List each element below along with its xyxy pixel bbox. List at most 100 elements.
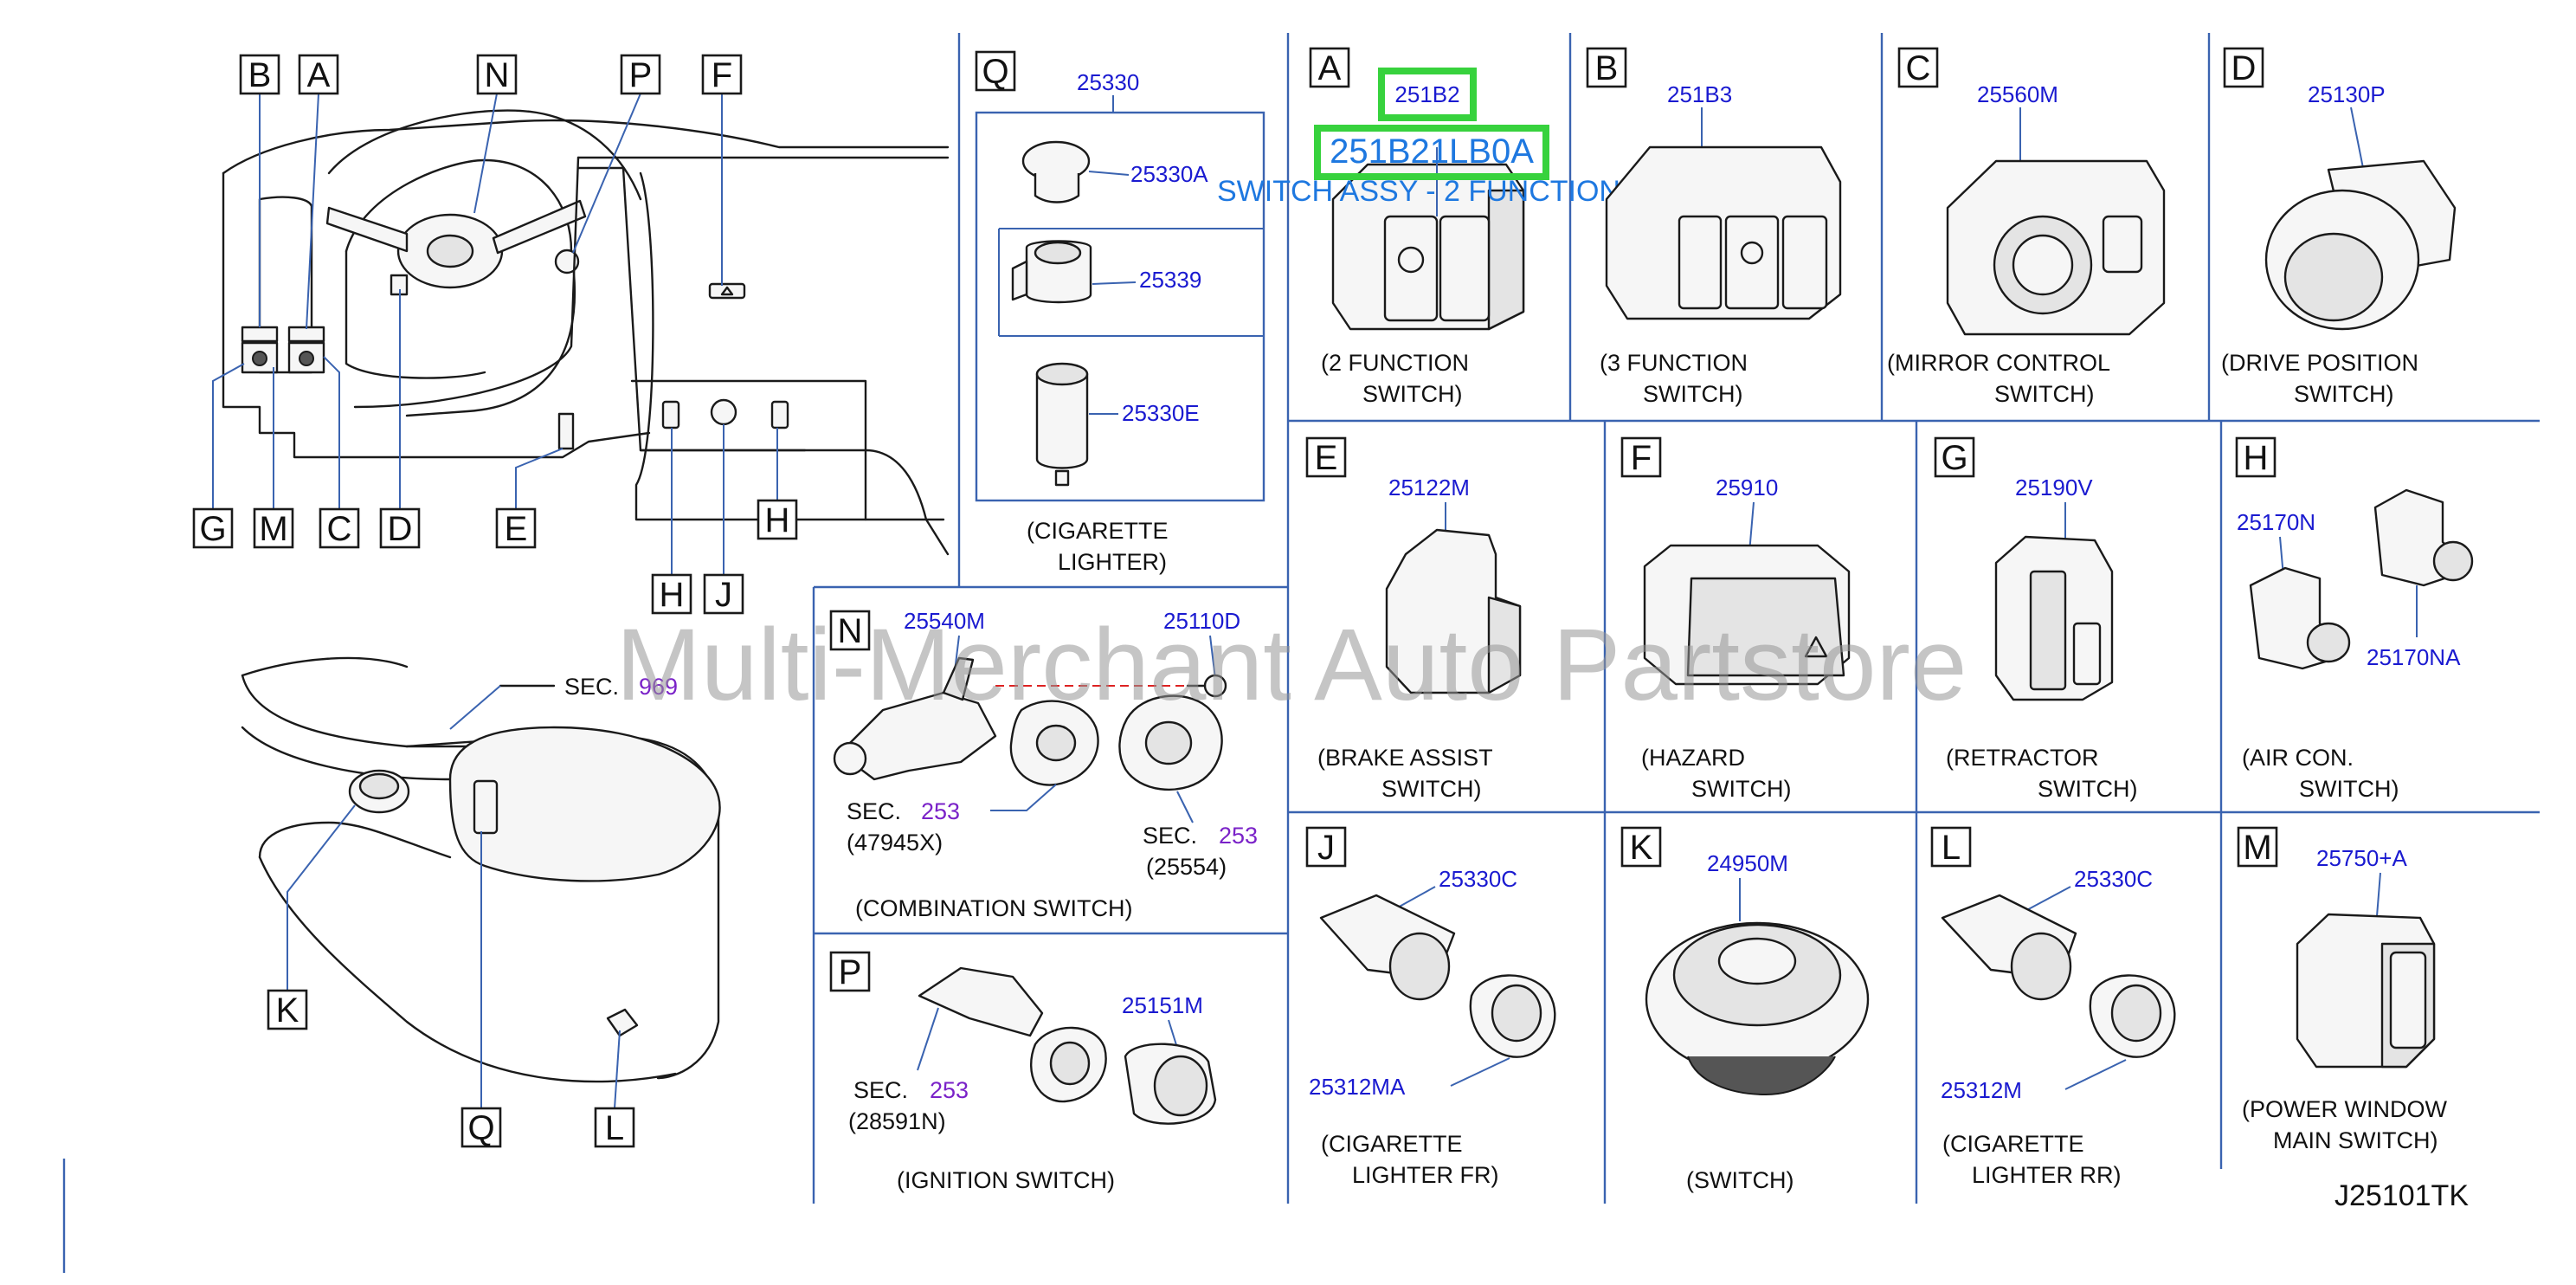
overview-label-G: G [192,507,234,549]
overview-letter-labels: B A N P F G M C D E H H J [192,54,798,615]
overview-leaders [212,93,778,575]
svg-text:253: 253 [921,798,960,824]
svg-text:(COMBINATION SWITCH): (COMBINATION SWITCH) [855,895,1132,921]
svg-text:969: 969 [639,674,678,700]
svg-text:251B3: 251B3 [1667,81,1732,107]
svg-text:SWITCH): SWITCH) [2294,381,2393,407]
overview-label-H: H [757,499,798,540]
svg-text:25170N: 25170N [2237,509,2315,535]
svg-text:251B21LB0A: 251B21LB0A [1330,132,1534,171]
svg-text:P: P [629,56,653,94]
svg-text:SWITCH): SWITCH) [1643,381,1742,407]
svg-text:25560M: 25560M [1977,81,2058,107]
svg-text:SWITCH): SWITCH) [1381,776,1481,802]
svg-text:N: N [838,612,863,650]
svg-text:SEC.: SEC. [853,1077,908,1103]
svg-text:G: G [1941,439,1967,477]
svg-text:SWITCH): SWITCH) [1362,381,1462,407]
svg-text:MAIN SWITCH): MAIN SWITCH) [2273,1127,2438,1153]
panel-k: K 24950M (SWITCH) [1620,826,1870,1193]
panel-n: N 25540M 25110D SEC. 253 (47945X) SEC. 2… [829,608,1258,921]
panel-d: D 25130P (DRIVE POSITION SWITCH) [2221,47,2457,407]
svg-text:Q: Q [467,1109,494,1147]
panel-q: Q 25330 25330A 25339 25330E (CIGARETTE L… [975,50,1265,575]
svg-text:25190V: 25190V [2015,475,2093,500]
svg-text:LIGHTER): LIGHTER) [1058,549,1167,575]
highlight-box-part[interactable]: 251B21LB0A [1314,125,1549,180]
overview-label-N: N [476,54,518,95]
svg-text:K: K [276,991,299,1030]
svg-text:Q: Q [982,53,1008,91]
diagram-code: J25101TK [2334,1179,2469,1212]
svg-text:25540M: 25540M [904,608,985,634]
svg-text:25330C: 25330C [1439,866,1517,892]
svg-text:(25554): (25554) [1146,854,1227,880]
svg-text:(CIGARETTE: (CIGARETTE [1321,1131,1463,1157]
svg-text:(MIRROR CONTROL: (MIRROR CONTROL [1887,350,2110,376]
overview-label-C: C [319,507,360,549]
dashboard-overview [222,109,950,556]
svg-text:A: A [1318,49,1342,87]
panel-c: C 25560M (MIRROR CONTROL SWITCH) [1887,47,2166,407]
svg-text:(CIGARETTE: (CIGARETTE [1942,1131,2084,1157]
overview-label-L: L [594,1107,635,1148]
overview-label-K: K [267,989,308,1030]
svg-text:L: L [605,1109,624,1147]
overview-label-B: B [239,54,280,95]
svg-text:25330A: 25330A [1130,161,1208,187]
svg-text:25122M: 25122M [1388,475,1470,500]
console-letter-labels: K Q L [267,989,635,1148]
svg-text:L: L [1942,829,1961,867]
svg-text:(BRAKE ASSIST: (BRAKE ASSIST [1317,745,1493,771]
svg-text:25151M: 25151M [1122,992,1203,1018]
highlight-description: SWITCH ASSY - 2 FUNCTIONS [1217,175,1640,208]
svg-text:(3 FUNCTION: (3 FUNCTION [1600,350,1748,376]
panel-p: P 25151M SEC. 253 (28591N) (IGNITION SWI… [829,951,1217,1193]
svg-text:25312MA: 25312MA [1309,1074,1406,1100]
svg-text:24950M: 24950M [1707,850,1788,876]
panel-g: G 25190V (RETRACTOR SWITCH) [1934,436,2137,802]
svg-text:(DRIVE POSITION: (DRIVE POSITION [2221,350,2418,376]
svg-text:25750+A: 25750+A [2316,845,2407,871]
overview-label-A: A [298,54,339,95]
watermark: Multi-Merchant Auto Partstore [616,608,1967,722]
svg-text:SEC.: SEC. [1143,823,1197,849]
panel-a: A 251B2 251B21LB0A SWITCH ASSY - 2 FUNCT… [1217,47,1640,407]
svg-text:N: N [485,56,510,94]
highlight-box-small[interactable]: 251B2 [1378,68,1477,121]
svg-text:M: M [259,510,287,548]
svg-text:SWITCH): SWITCH) [1691,776,1791,802]
overview-label-Q: Q [460,1107,502,1148]
svg-text:SWITCH): SWITCH) [2038,776,2137,802]
svg-text:B: B [248,56,272,94]
svg-text:253: 253 [1219,823,1258,849]
svg-text:LIGHTER FR): LIGHTER FR) [1352,1162,1499,1188]
panel-f: F 25910 (HAZARD SWITCH) [1620,436,1851,802]
svg-text:H: H [660,576,685,614]
overview-label-E: E [495,507,537,549]
svg-text:F: F [712,56,732,94]
svg-text:F: F [1631,439,1652,477]
svg-text:(POWER WINDOW: (POWER WINDOW [2242,1096,2447,1122]
panel-j: J 25330C 25312MA (CIGARETTE LIGHTER FR) [1305,826,1556,1188]
panel-e: E 25122M (BRAKE ASSIST SWITCH) [1305,436,1522,802]
svg-text:25339: 25339 [1139,267,1201,293]
svg-text:253: 253 [930,1077,969,1103]
panel-l: L 25330C 25312M (CIGARETTE LIGHTER RR) [1930,826,2176,1188]
svg-text:25910: 25910 [1716,475,1778,500]
svg-text:J: J [1317,829,1335,867]
console-leaders [287,804,621,1109]
console-overview [241,656,721,1083]
svg-text:(AIR CON.: (AIR CON. [2242,745,2354,771]
svg-text:25170NA: 25170NA [2367,644,2461,670]
svg-text:25130P: 25130P [2308,81,2386,107]
svg-text:25330C: 25330C [2074,866,2153,892]
svg-text:H: H [2244,439,2269,477]
svg-text:E: E [1315,439,1338,477]
svg-text:M: M [2243,829,2271,867]
svg-text:(HAZARD: (HAZARD [1641,745,1745,771]
svg-text:SWITCH): SWITCH) [2299,776,2399,802]
panel-b: B 251B3 (3 FUNCTION SWITCH) [1586,47,1842,407]
svg-text:(CIGARETTE: (CIGARETTE [1027,518,1169,544]
